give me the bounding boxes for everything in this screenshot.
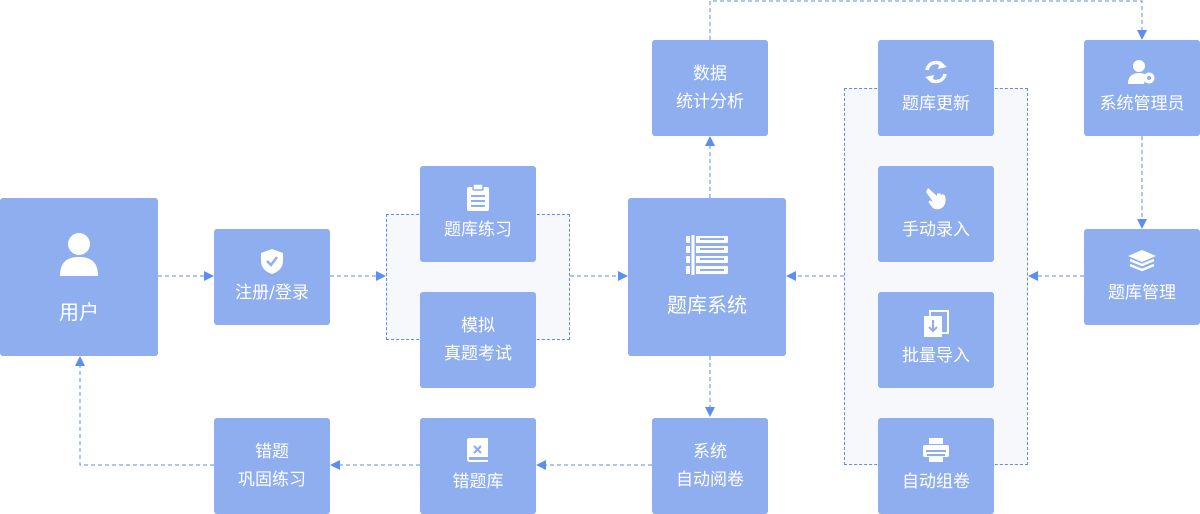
printer-icon [922, 436, 950, 464]
batch-import-node[interactable]: 批量导入 [878, 292, 994, 388]
wrong-bank-node[interactable]: 错题库 [420, 418, 536, 514]
mock-exam-node[interactable]: 模拟 真题考试 [420, 292, 536, 388]
user-node[interactable]: 用户 [0, 198, 158, 356]
register-login-node[interactable]: 注册/登录 [214, 229, 330, 325]
layers-icon [1127, 247, 1157, 275]
wrong-practice-line2: 巩固练习 [238, 470, 306, 490]
books-icon [685, 234, 729, 276]
register-login-label: 注册/登录 [235, 283, 309, 303]
bank-update-label: 题库更新 [902, 94, 970, 114]
import-icon [923, 310, 949, 338]
manual-entry-label: 手动录入 [902, 220, 970, 240]
bank-update-node[interactable]: 题库更新 [878, 40, 994, 136]
sys-admin-label: 系统管理员 [1099, 94, 1185, 114]
data-stats-line1: 数据 [693, 64, 727, 84]
sys-admin-node[interactable]: 系统管理员 [1084, 40, 1200, 136]
refresh-icon [923, 58, 949, 86]
book-x-icon [466, 436, 490, 464]
bank-practice-label: 题库练习 [444, 220, 512, 240]
data-stats-node[interactable]: 数据 统计分析 [652, 40, 768, 136]
arrow-wrongpractice-to-user [75, 356, 214, 466]
data-stats-line2: 统计分析 [676, 92, 744, 112]
user-icon [59, 231, 99, 277]
wrong-practice-node[interactable]: 错题 巩固练习 [214, 418, 330, 514]
user-label: 用户 [59, 300, 99, 324]
mock-exam-line2: 真题考试 [444, 344, 512, 364]
bank-manage-node[interactable]: 题库管理 [1084, 229, 1200, 325]
maintenance-group [844, 88, 1028, 465]
wrong-practice-line1: 错题 [255, 442, 289, 462]
shield-check-icon [260, 247, 284, 275]
auto-grading-node[interactable]: 系统 自动阅卷 [652, 418, 768, 514]
bank-system-label: 题库系统 [667, 293, 747, 317]
auto-compose-node[interactable]: 自动组卷 [878, 418, 994, 514]
auto-compose-label: 自动组卷 [902, 472, 970, 492]
arrow-stats-to-admin [709, 0, 1147, 40]
batch-import-label: 批量导入 [902, 346, 970, 366]
admin-icon [1128, 58, 1156, 86]
clipboard-icon [466, 184, 490, 212]
wrong-bank-label: 错题库 [452, 472, 504, 492]
auto-grading-line2: 自动阅卷 [676, 470, 744, 490]
bank-practice-node[interactable]: 题库练习 [420, 166, 536, 262]
manual-entry-node[interactable]: 手动录入 [878, 166, 994, 262]
auto-grading-line1: 系统 [693, 442, 727, 462]
bank-system-node[interactable]: 题库系统 [628, 198, 786, 356]
mock-exam-line1: 模拟 [461, 316, 495, 336]
bank-manage-label: 题库管理 [1108, 283, 1176, 303]
hand-pointer-icon [924, 184, 948, 212]
